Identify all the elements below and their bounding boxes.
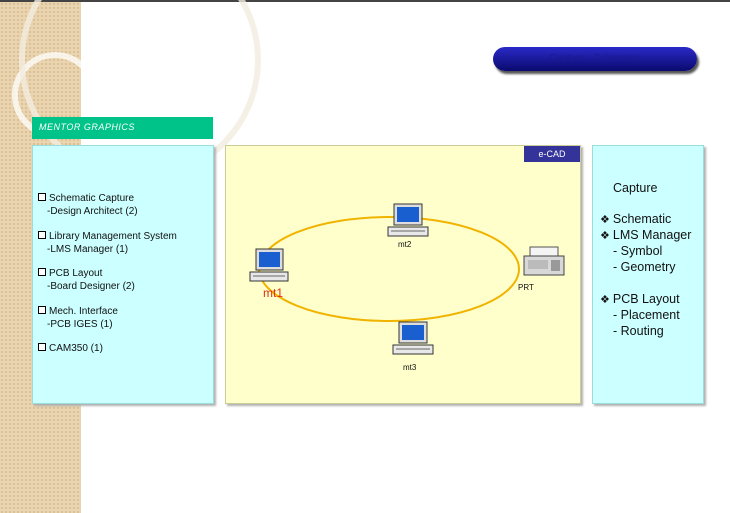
feature-sub-item: - Symbol <box>613 244 663 258</box>
list-item-title: PCB Layout <box>49 268 103 279</box>
feature-sub-item: - Routing <box>613 324 664 338</box>
checkbox-icon <box>38 231 46 239</box>
feature-item: ❖LMS Manager <box>600 227 691 244</box>
capture-features-panel: Capture ❖Schematic ❖LMS Manager - Symbol… <box>592 145 704 404</box>
feature-item: ❖PCB Layout <box>600 291 680 308</box>
list-item-sub: -Board Designer (2) <box>47 280 135 292</box>
title-pill-label: Capture - Schematic <box>549 53 641 64</box>
top-border-line <box>0 0 730 2</box>
list-item-title: CAM350 (1) <box>49 343 103 354</box>
list-item: Library Management System -LMS Manager (… <box>38 231 177 256</box>
list-item-sub: -LMS Manager (1) <box>47 243 129 255</box>
diamond-bullet-icon: ❖ <box>600 214 610 226</box>
checkbox-icon <box>38 343 46 351</box>
list-item: PCB Layout -Board Designer (2) <box>38 268 135 293</box>
checkbox-icon <box>38 268 46 276</box>
list-item-title: Library Management System <box>49 231 177 242</box>
node-label-mt2: mt2 <box>398 240 412 249</box>
checkbox-icon <box>38 306 46 314</box>
title-pill: Capture - Schematic <box>493 47 697 71</box>
computer-mt3-icon <box>392 321 434 355</box>
diamond-bullet-icon: ❖ <box>600 294 610 306</box>
printer-icon <box>523 246 565 276</box>
network-diagram: mt1 mt2 mt3 PRT <box>249 203 565 372</box>
network-diagram-panel: e-CAD mt1 mt2 mt3 <box>225 145 581 404</box>
feature-sub-item: - Geometry <box>613 260 676 274</box>
feature-item: ❖Schematic <box>600 211 671 228</box>
list-item: CAM350 (1) <box>38 343 103 356</box>
checkbox-icon <box>38 193 46 201</box>
capture-title: Capture <box>613 181 658 195</box>
feature-label: LMS Manager <box>612 228 692 242</box>
mentor-graphics-label: MENTOR GRAPHICS <box>39 122 135 132</box>
list-item-sub: -PCB IGES (1) <box>47 318 113 330</box>
tool-list-panel: Schematic Capture -Design Architect (2) … <box>32 145 214 404</box>
node-label-printer: PRT <box>518 283 534 292</box>
list-item-sub: -Design Architect (2) <box>47 205 138 217</box>
diamond-bullet-icon: ❖ <box>600 230 610 242</box>
mentor-graphics-header: MENTOR GRAPHICS <box>32 117 213 139</box>
feature-sub-item: - Placement <box>613 308 680 322</box>
computer-mt2-icon <box>387 203 429 237</box>
list-item-title: Mech. Interface <box>49 306 118 317</box>
ecad-badge: e-CAD <box>524 146 580 162</box>
node-label-mt3: mt3 <box>403 363 417 372</box>
node-label-mt1: mt1 <box>263 286 283 300</box>
computer-mt1-icon <box>249 248 289 282</box>
feature-label: PCB Layout <box>612 292 680 306</box>
list-item: Schematic Capture -Design Architect (2) <box>38 193 138 218</box>
list-item-title: Schematic Capture <box>49 193 135 204</box>
list-item: Mech. Interface -PCB IGES (1) <box>38 306 118 331</box>
feature-label: Schematic <box>612 212 672 226</box>
